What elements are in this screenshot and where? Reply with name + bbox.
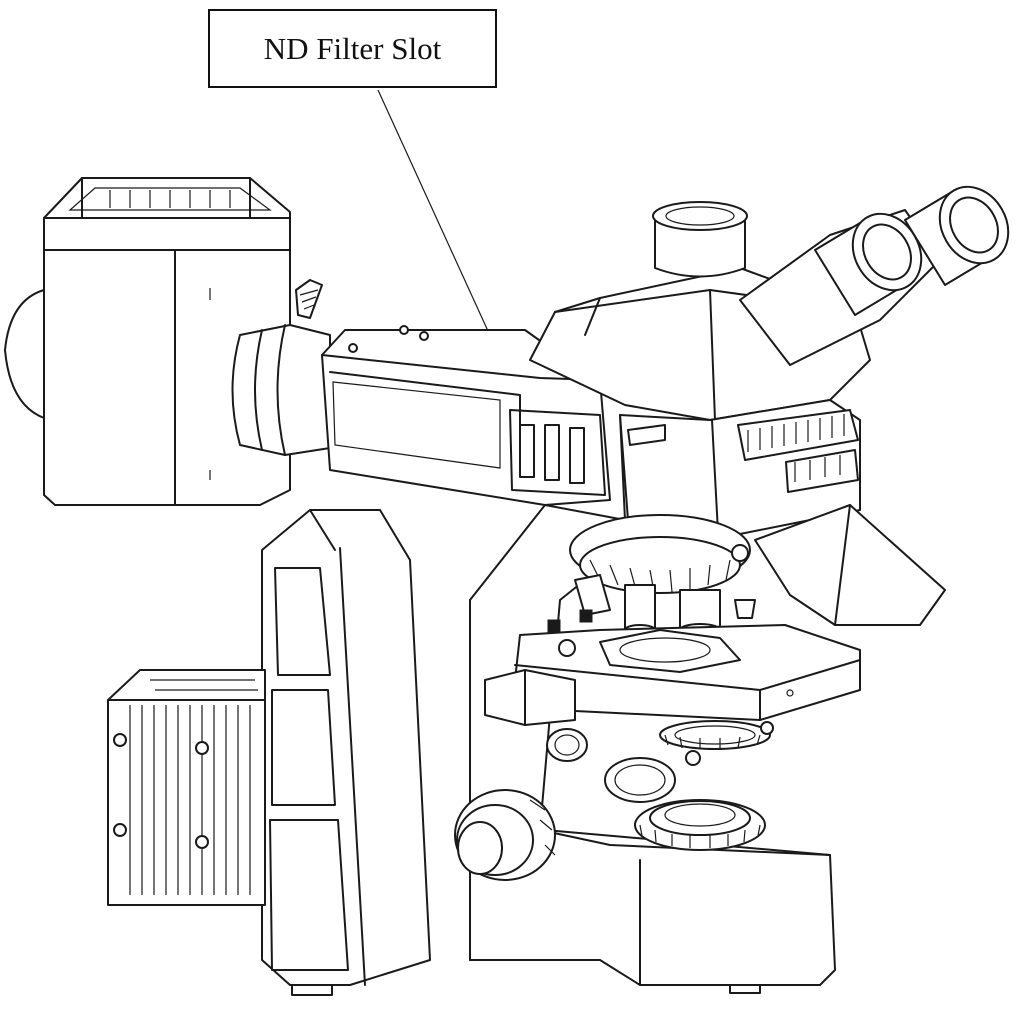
nosepiece — [569, 514, 751, 594]
callout-label: ND Filter Slot — [263, 30, 442, 66]
nd-filter-slot-3 — [569, 427, 585, 484]
lamp-adjust-knob — [295, 279, 323, 319]
eyepiece-left — [814, 212, 923, 316]
condenser — [659, 720, 774, 766]
stage-carrier — [484, 669, 576, 726]
objective-lenses — [574, 574, 756, 637]
base-light-port — [634, 799, 766, 851]
foot-right — [729, 984, 761, 994]
pillar-panel-middle — [271, 689, 336, 806]
lamp-house — [4, 177, 291, 506]
eyepiece-tubes — [739, 185, 1010, 366]
callout-box: ND Filter Slot — [208, 9, 497, 88]
nd-filter-slot-1 — [519, 424, 535, 478]
stage-xy-knob — [546, 728, 588, 762]
pillar-panel-lower — [269, 819, 349, 971]
nd-filter-slots — [509, 409, 606, 496]
filter-turret-housing — [619, 399, 861, 536]
power-supply-heatsink — [107, 669, 266, 906]
turret-dial-scale — [737, 409, 859, 461]
collector-tube — [231, 324, 331, 456]
front-pillar — [261, 509, 431, 986]
eyepiece-right — [904, 185, 1010, 286]
focus-knob-right — [604, 757, 676, 803]
foot-left — [291, 984, 333, 996]
focus-knob-large — [454, 789, 556, 881]
shutter-block — [754, 504, 946, 626]
pillar-panel-upper — [274, 567, 331, 676]
nd-filter-slot-2 — [544, 424, 560, 481]
